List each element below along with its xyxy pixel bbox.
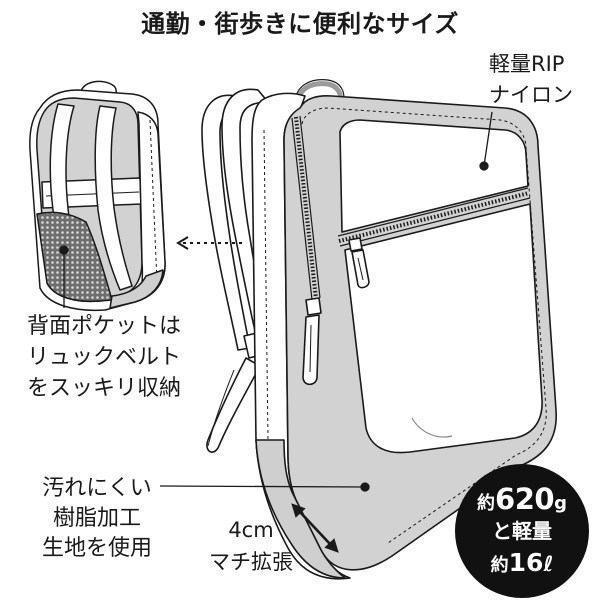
lower-pocket-inner-curve: [411, 417, 453, 438]
coating-callout-line-3: 生地を使用: [41, 536, 152, 561]
front-zipper-teeth: [338, 191, 530, 243]
badge-weight-prefix: 約: [477, 493, 496, 514]
top-handle-outline: [294, 79, 345, 105]
badge-capacity-value: 16: [508, 548, 544, 577]
side-zipper-pull-slot: [309, 324, 312, 373]
gusset-expansion-arrowhead-top-icon: [291, 503, 306, 518]
badge-weight-note: と軽量: [492, 519, 552, 543]
back-pocket-callout-line-1: 背面ポケットは: [27, 314, 182, 339]
front-zipper-edge-bottom: [339, 197, 531, 247]
badge-weight-unit: g: [554, 493, 567, 514]
expansion-callout-line-1: 4cm: [228, 518, 274, 542]
gusset-expansion-arrow-line: [299, 511, 331, 545]
rear-view-arrowhead-icon: [176, 236, 189, 250]
upper-pocket: [339, 119, 529, 233]
badge-weight-value: 620: [495, 482, 555, 516]
badge-capacity-unit: ℓ: [543, 552, 554, 576]
side-zipper-edge-left: [291, 117, 313, 301]
strap-webbing-lower: [206, 357, 261, 453]
side-zipper-teeth: [294, 116, 318, 300]
material-callout-label: 軽量RIP ナイロン: [489, 49, 573, 111]
coating-callout-label: 汚れにくい 樹脂加工 生地を使用: [30, 474, 164, 564]
expansion-callout-line-2: マチ拡張: [209, 550, 293, 574]
gusset-expansion-arrowhead-bottom-icon: [324, 538, 339, 553]
small-backpack-rear-view: [29, 80, 166, 312]
front-zipper-slider: [348, 237, 363, 252]
small-backpack-strap-right: [94, 105, 133, 291]
back-pocket-callout-line-3: をスッキリ収納: [27, 376, 182, 401]
front-zipper-edge-top: [337, 187, 529, 237]
side-zipper-slider: [305, 297, 322, 316]
badge-capacity-prefix: 約: [490, 555, 509, 576]
badge-capacity: 約16ℓ: [491, 547, 554, 579]
small-backpack-mesh-pocket: [36, 211, 113, 303]
material-callout-line: [483, 111, 493, 167]
side-zipper-pull: [302, 314, 320, 386]
callout-markers: [59, 111, 493, 553]
coating-callout-line: [159, 485, 366, 488]
front-panel-stitch: [301, 107, 547, 544]
top-handle: [295, 81, 343, 105]
badge-weight: 約620g: [477, 483, 567, 515]
expansion-callout-label: 4cm マチ拡張: [199, 514, 303, 578]
coating-callout-line-2: 樹脂加工: [52, 506, 141, 531]
front-zipper-pull-slot: [357, 257, 364, 281]
coating-callout-dot: [360, 482, 370, 492]
back-pocket-callout-label: 背面ポケットは リュックベルト をスッキリ収納: [27, 311, 181, 404]
spec-badge: 約620g と軽量 約16ℓ: [455, 464, 589, 598]
material-callout-line-1: 軽量RIP: [489, 52, 565, 76]
back-pocket-callout-line-2: リュックベルト: [27, 345, 182, 370]
lower-pocket: [344, 203, 543, 454]
material-callout-dot: [479, 161, 489, 171]
material-callout-line-2: ナイロン: [489, 83, 573, 107]
page-title: 通勤・街歩きに便利なサイズ: [141, 10, 459, 38]
small-backpack-bottom-panel: [109, 269, 164, 309]
coating-callout-line-1: 汚れにくい: [42, 476, 152, 501]
strap-webbing-line: [207, 369, 235, 447]
side-zipper-edge-right: [299, 115, 321, 299]
back-pocket-callout-dot: [59, 245, 69, 255]
main-backpack: [201, 79, 557, 580]
